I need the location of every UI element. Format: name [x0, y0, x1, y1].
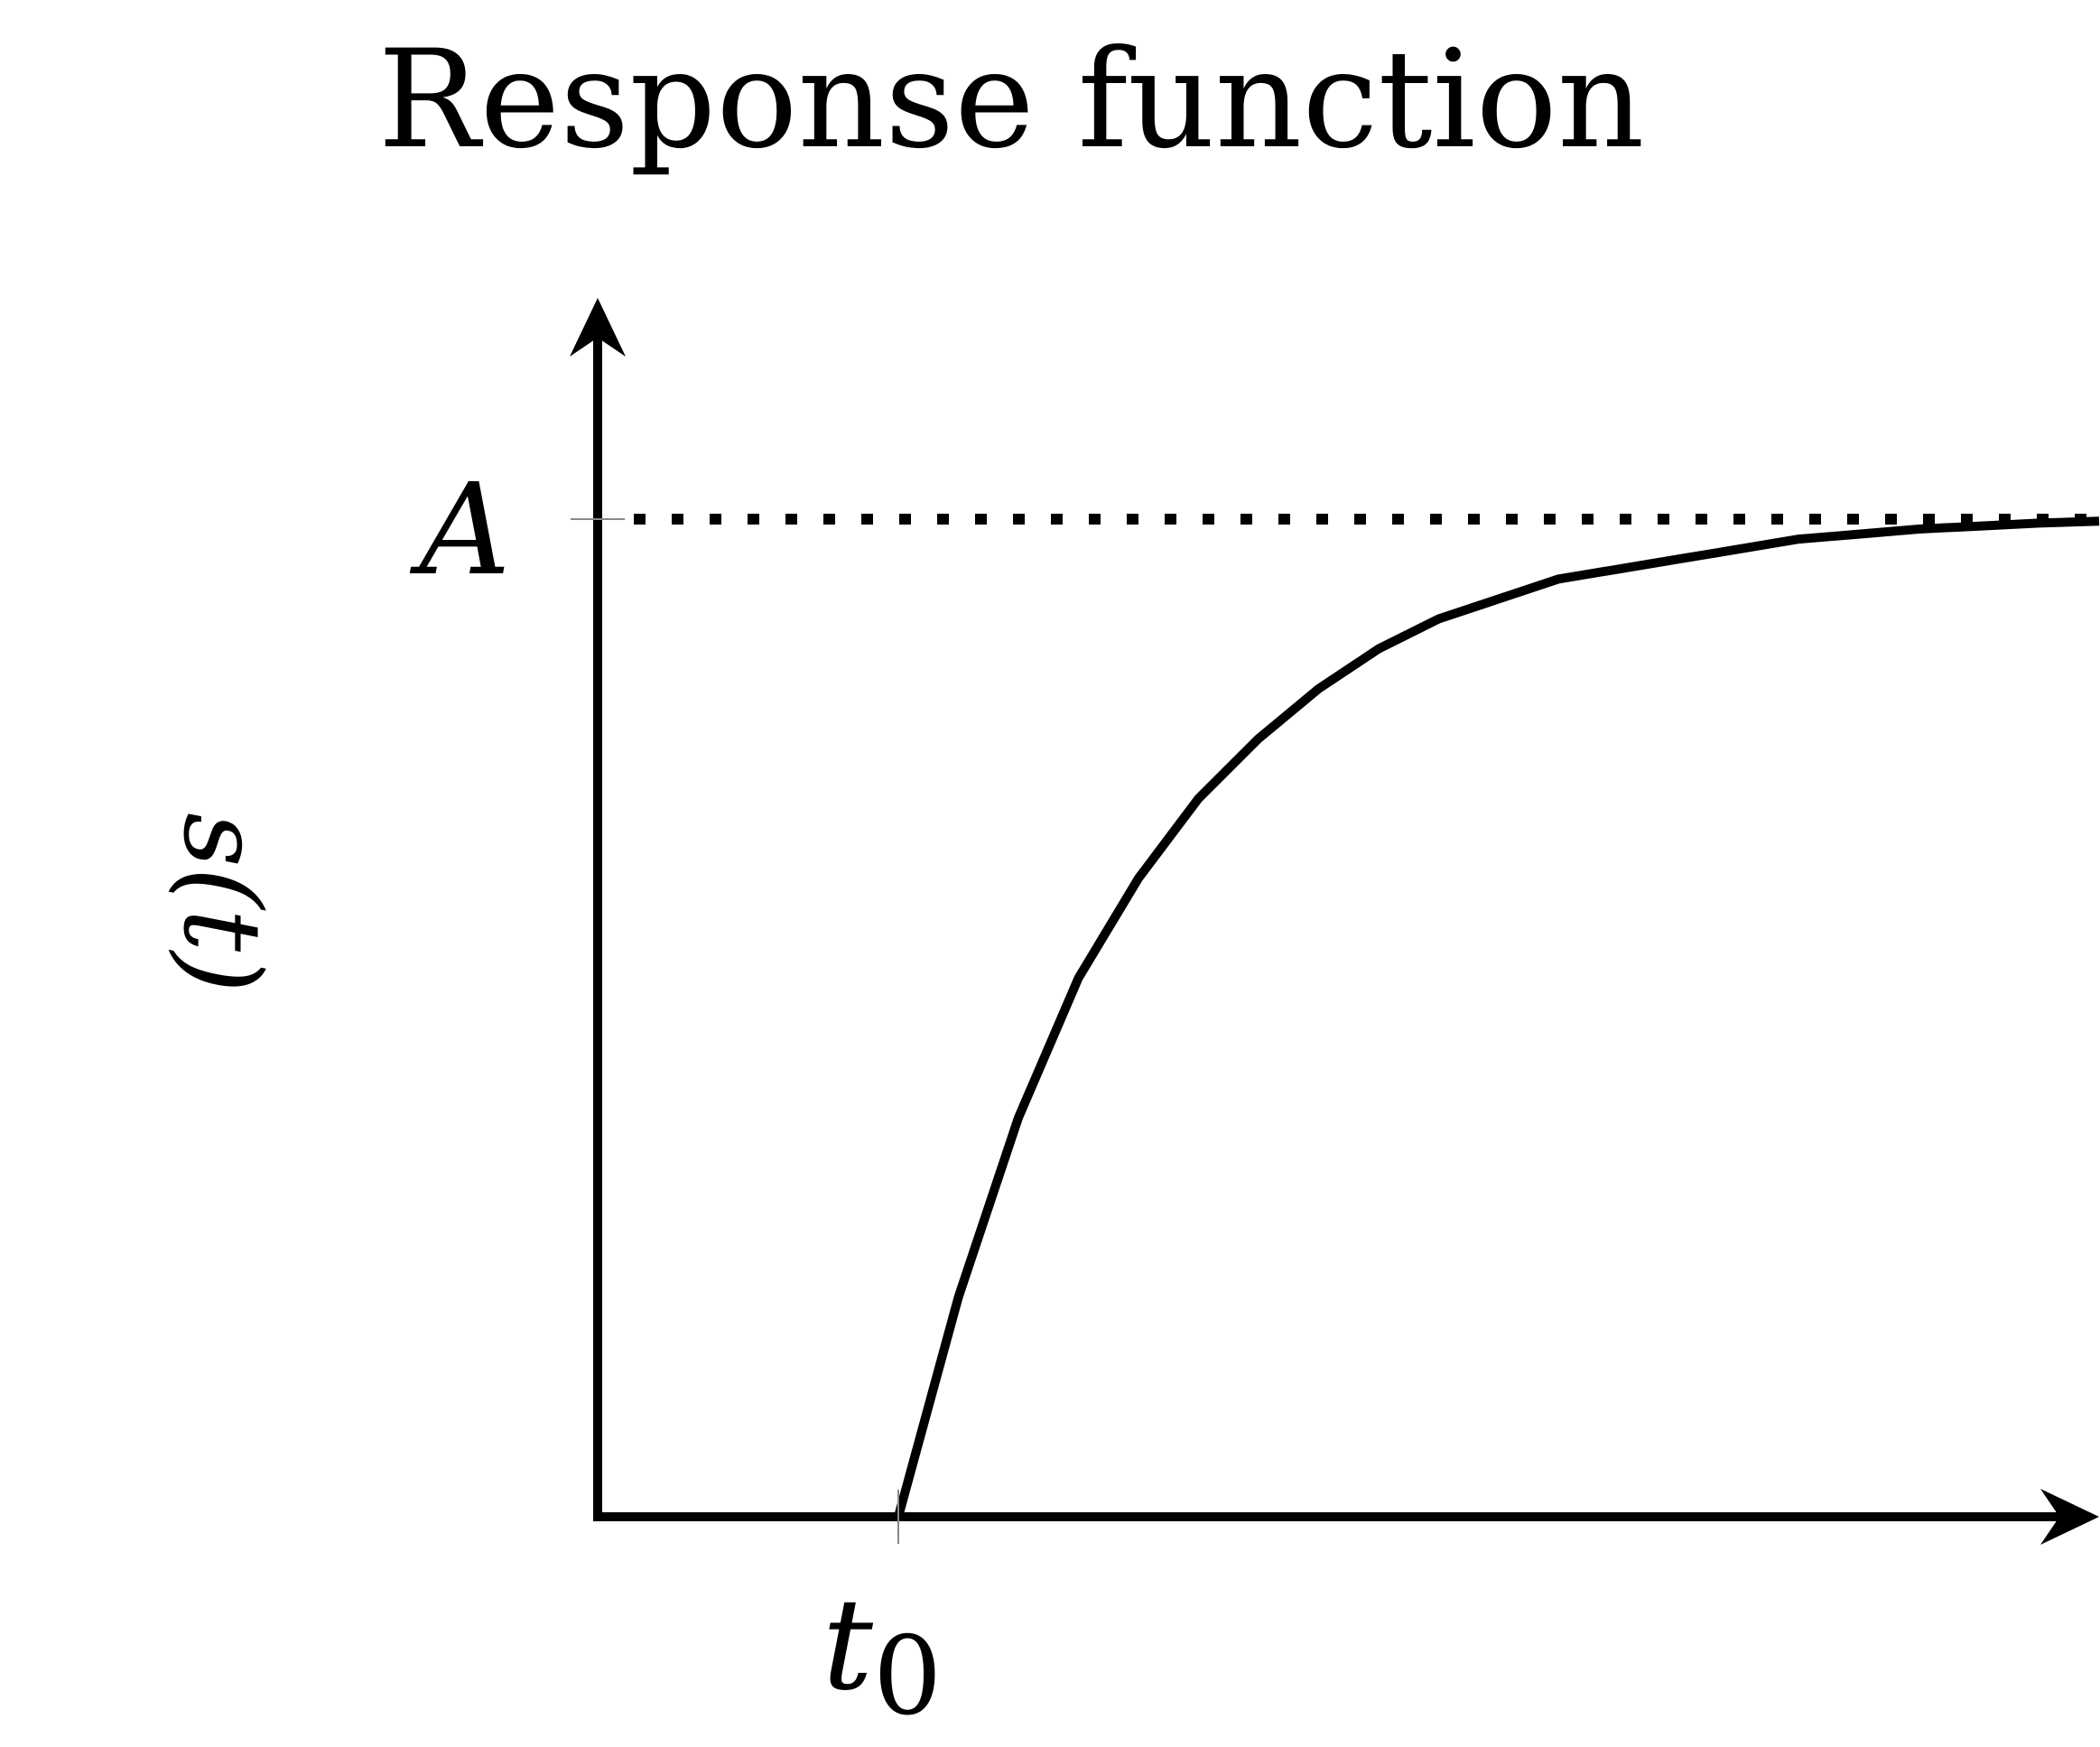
- x-tick-label-t0: t0: [822, 1572, 943, 1740]
- chart-title: Response function: [378, 22, 1645, 179]
- axes: [570, 298, 2099, 1545]
- x-tick-label-subscript: 0: [873, 1614, 942, 1740]
- y-axis-arrowhead: [570, 298, 626, 357]
- response-curve-layer: [598, 516, 2100, 1521]
- x-axis-arrowhead: [2040, 1489, 2099, 1545]
- response-curve: [894, 516, 2100, 1519]
- ticks: At0: [409, 457, 942, 1740]
- y-axis-label: s(t): [160, 813, 284, 993]
- y-tick-label-A: A: [409, 457, 510, 604]
- x-tick-label-base: t: [822, 1572, 874, 1719]
